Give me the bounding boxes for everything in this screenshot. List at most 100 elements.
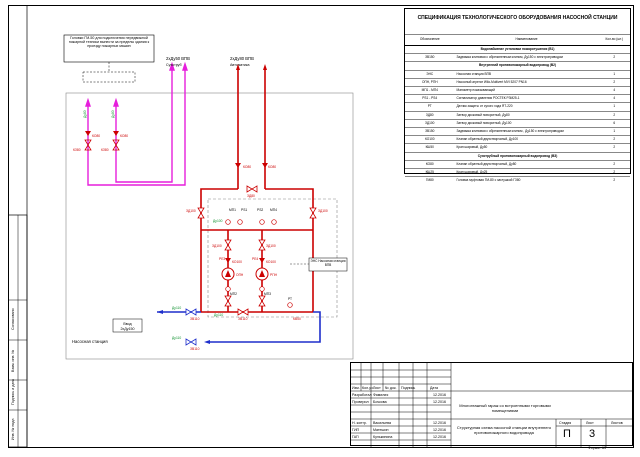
spec-cell-qty: 4	[598, 94, 630, 103]
side-label-inv: Инв. № подл.	[11, 418, 15, 440]
spec-cell-qty: 2	[598, 110, 630, 120]
spec-cell-code: МП1 - МП4	[405, 86, 455, 95]
dry-pipe-arrows	[85, 61, 188, 107]
format-label: Формат А3	[588, 446, 607, 450]
label-rs2: РS2	[257, 208, 263, 212]
label-du80-1: Ду80	[83, 110, 87, 118]
stage-header: Стадия	[559, 421, 572, 425]
side-label-sign: Подпись и дата	[11, 379, 15, 405]
label-zd100-b: ЗД100	[266, 244, 276, 248]
pipe-right-sub: Автоматика	[230, 63, 250, 67]
spec-cell-code: ЗД80	[405, 110, 455, 120]
spec-section-row: Водонабжение установки пожаротушения (В1…	[405, 44, 630, 54]
spec-cell-name: Головка муфтовая ГМ-80 с заглушкой ГЗ80	[454, 176, 599, 185]
spec-cell-qty: 2	[598, 53, 630, 62]
label-ko80-2: КО80	[120, 134, 128, 138]
label-pump-rpn: РПН	[270, 273, 278, 277]
spec-cell-qty: 1	[598, 127, 630, 136]
spec-header-qty: Кол-во (шт.)	[598, 34, 630, 46]
spec-cell-name: Задвижка клиновая с обрезиненным клином …	[454, 127, 599, 136]
spec-header-code: Обозначение	[405, 34, 455, 46]
fire-water-arrows	[236, 64, 267, 70]
object-name: Многоэтажный гараж со встроенными торгов…	[459, 403, 551, 413]
label-zd100-r: ЗД100	[318, 209, 328, 213]
name-2: Бочкова	[373, 400, 387, 404]
spec-section-title: Внутренний противопожарный водопровод (В…	[405, 61, 630, 71]
label-ko100-1: КО100	[232, 260, 242, 264]
label-zd100-a: ЗД100	[212, 244, 222, 248]
label-zv110-1: ЗВ110	[190, 317, 200, 321]
spec-cell-name: Насосная станция ВПВ	[454, 69, 599, 79]
role-5: ГАП	[352, 435, 359, 439]
col-data: Дата	[430, 386, 438, 390]
cabinet-label: ЭНС Насосная станция ВПВ	[310, 259, 346, 267]
col-kol: Кол.уч	[362, 386, 373, 390]
label-zv110-2: ЗВ110	[238, 317, 248, 321]
spec-cell-code: ЭНС	[405, 69, 455, 79]
title-block-grid	[351, 363, 634, 447]
spec-grid: Обозначение Наименование Кол-во (шт.) Во…	[405, 34, 630, 185]
spec-cell-qty: 4	[598, 86, 630, 95]
spec-cell-code: ЗВ150	[405, 127, 455, 136]
dry-pipe-lines	[87, 70, 186, 186]
spec-cell-qty: 2	[598, 135, 630, 144]
label-pump-opn: ОПН	[236, 273, 244, 277]
spec-cell-code: ОПН, РПН	[405, 77, 455, 87]
spec-cell-name: Затвор дисковый поворотный, Ду100	[454, 118, 599, 128]
label-zd80: ЗД80	[247, 194, 255, 198]
label-ko100-2: КО100	[266, 260, 276, 264]
spec-cell-name: Насосный агрегат Wilo-Multivert MVI 5207…	[454, 77, 599, 87]
spec-cell-qty: 2	[598, 159, 630, 169]
spec-cell-qty: 6	[598, 118, 630, 128]
role-4: ГИП	[352, 428, 360, 432]
spec-cell-name: Кран шаровый, Ду25	[454, 168, 599, 177]
spec-cell-name: Клапан обратный двухстворчатый, Ду100	[454, 135, 599, 144]
spec-cell-code: КШ50	[405, 143, 455, 153]
dry-pipe-valves	[84, 131, 120, 151]
side-stamp: Согласовано Взам. инв. № Подпись и дата …	[8, 214, 28, 448]
label-zd100-l: ЗД100	[186, 209, 196, 213]
role-3: Н. контр.	[352, 421, 367, 425]
spec-cell-name: Задвижка клиновая с обрезиненным клином,…	[454, 53, 599, 62]
col-izm: Изм.	[352, 386, 360, 390]
station-label: Насосная станция	[72, 339, 108, 344]
label-mt2: МП2	[230, 292, 237, 296]
fire-valves	[197, 163, 317, 307]
label-ko80-b: КО80	[268, 165, 276, 169]
side-label-replace: Взам. инв. №	[11, 350, 15, 372]
date-4: 12.2016	[433, 428, 446, 432]
date-1: 12.2016	[433, 393, 446, 397]
label-du110-mid: Ду110	[214, 313, 223, 317]
spec-cell-name: Датчик защиты от сухого хода ЯТ-220	[454, 102, 599, 112]
label-du110-out: Ду110	[172, 336, 181, 340]
inlet-arrows	[157, 310, 210, 344]
sheet-title: Структурная схема насосной станции внутр…	[456, 425, 552, 435]
label-pe2: РЕ4	[252, 257, 258, 261]
col-list: Лист	[373, 386, 381, 390]
spec-cell-qty: 2	[598, 143, 630, 153]
note-text: Головки ГМ-50 для подключения передвижно…	[68, 36, 150, 49]
spec-cell-code: ГМ80	[405, 176, 455, 185]
name-4: Матешин	[373, 428, 389, 432]
pipe-left-label: 2хДу50 ВПВ	[166, 56, 190, 61]
spec-title: СПЕЦИФИКАЦИЯ ТЕХНОЛОГИЧЕСКОГО ОБОРУДОВАН…	[417, 15, 618, 21]
spec-cell-qty: 1	[598, 69, 630, 79]
gauges	[225, 219, 293, 308]
spec-cell-code: PS1 - PS4	[405, 94, 455, 103]
spec-section-title: Сухотрубный противопожарный водопровод (…	[405, 151, 630, 161]
title-block: Изм. Кол.уч Лист № док. Подпись Дата Раз…	[350, 362, 634, 447]
pipe-left-sub: Сухотруб	[166, 63, 182, 67]
sheet-header: Лист	[586, 421, 594, 425]
control-cabinet	[308, 257, 348, 272]
